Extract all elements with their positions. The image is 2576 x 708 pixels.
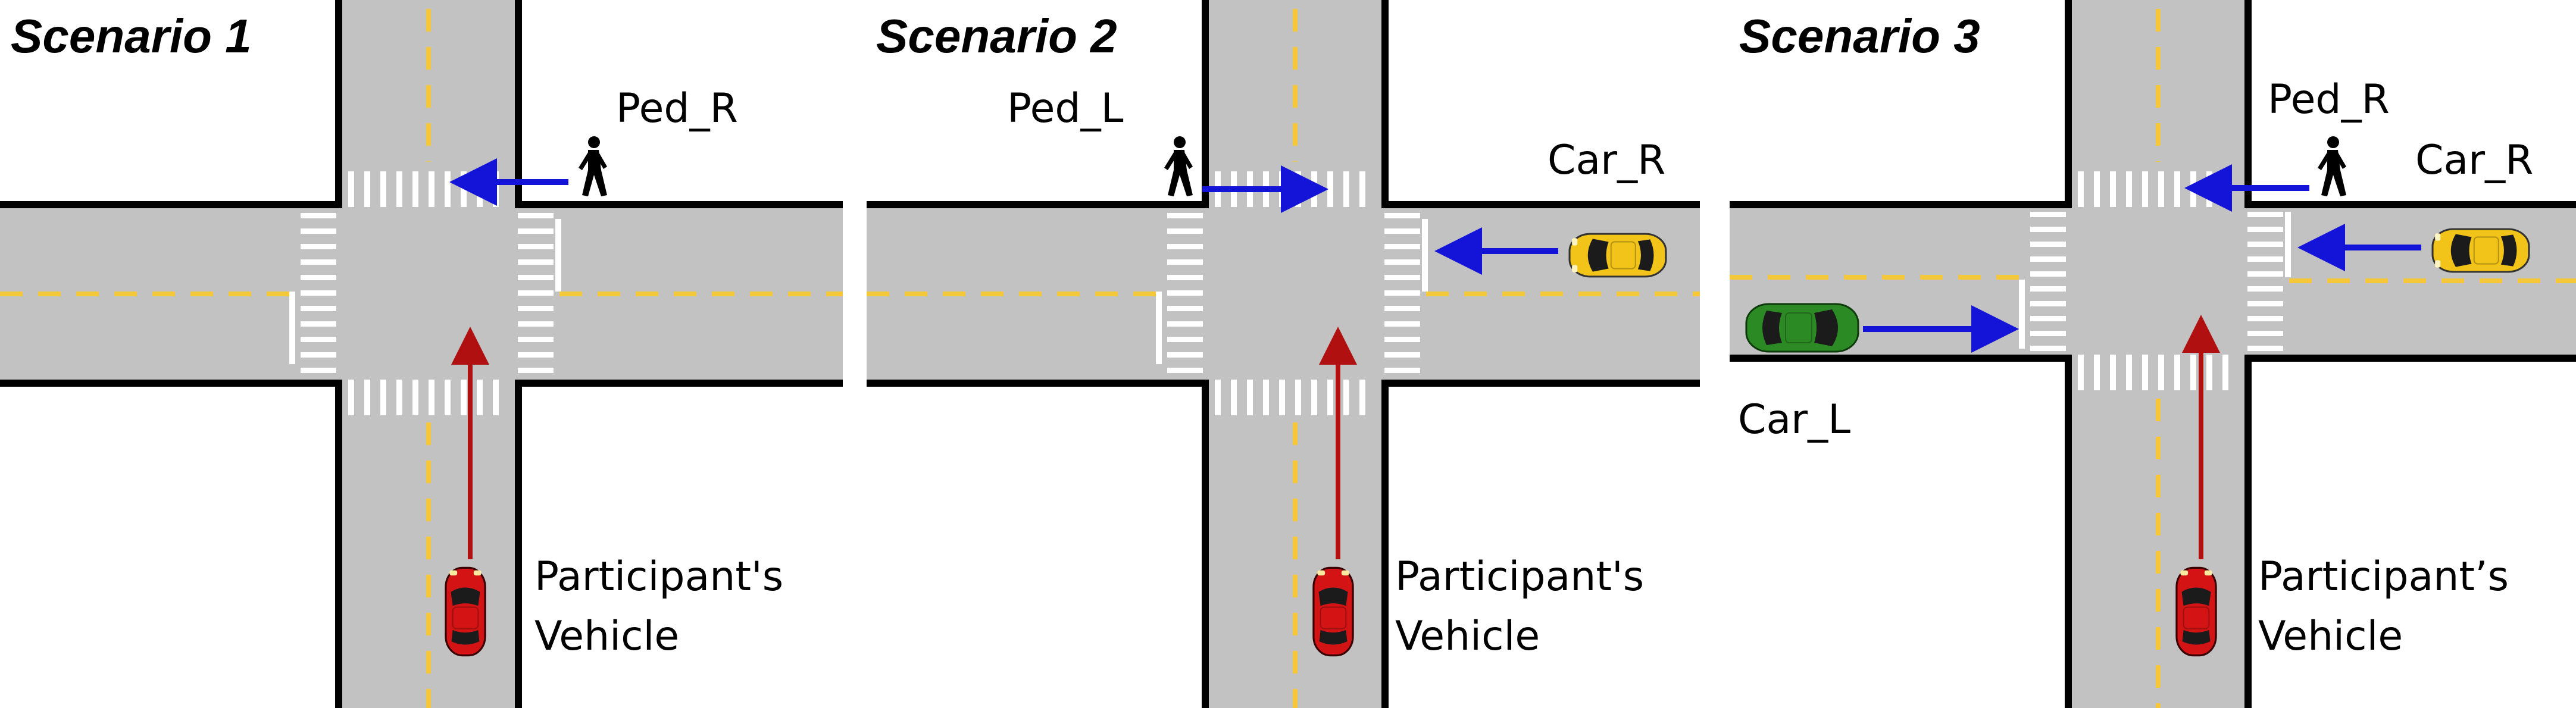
crosswalk-right	[1384, 213, 1420, 373]
participant-label-line2: Vehicle	[2258, 613, 2403, 660]
yellow-car-icon	[2431, 228, 2530, 273]
participant-car-icon	[1312, 566, 1354, 657]
crosswalk-bottom	[1215, 380, 1365, 415]
scenario-title: Scenario 2	[876, 10, 1117, 62]
participant-label-line1: Participant’s	[2258, 553, 2509, 600]
scenario-3-panel: Scenario 3 Ped_R Car_R Car_L Participant…	[1730, 0, 2576, 708]
participant-car-icon	[2175, 566, 2217, 657]
participant-label-line1: Participant's	[534, 553, 783, 600]
road-curbs	[1730, 0, 2576, 708]
crosswalk-bottom	[2078, 355, 2228, 390]
pedestrian-icon	[2318, 136, 2346, 196]
crosswalk-left	[2030, 212, 2066, 351]
participant-car-icon	[445, 566, 486, 657]
pedestrian-icon	[579, 136, 607, 196]
crosswalk-bottom	[348, 380, 499, 415]
crosswalk-right	[2247, 212, 2283, 351]
car-l-label: Car_L	[1738, 396, 1850, 443]
participant-label-line2: Vehicle	[1395, 613, 1540, 660]
participant-label-line2: Vehicle	[534, 613, 679, 660]
ped-label: Ped_R	[616, 85, 738, 132]
lane-markings	[1730, 9, 2576, 708]
lane-markings	[867, 9, 1700, 708]
stop-lines	[289, 219, 561, 364]
pedestrian-icon	[1164, 136, 1193, 196]
scenario-title: Scenario 3	[1739, 10, 1980, 62]
road-curbs	[867, 0, 1700, 708]
participant-label-line1: Participant's	[1395, 553, 1644, 600]
stop-lines	[2019, 212, 2291, 349]
scenario-title: Scenario 1	[11, 10, 252, 62]
yellow-car-icon	[1568, 233, 1667, 278]
green-car-icon	[1745, 303, 1859, 353]
scenario-2-panel: Scenario 2 Ped_L Car_R Participant's Veh…	[867, 0, 1700, 708]
crosswalk-right	[518, 213, 554, 373]
car-r-label: Car_R	[2415, 137, 2533, 184]
crosswalk-left	[301, 213, 336, 373]
scenario-1-panel: Scenario 1 Ped_R Participant's Vehicle	[0, 0, 843, 708]
road-curbs	[0, 0, 843, 708]
stop-lines	[1156, 219, 1428, 364]
lane-markings	[0, 9, 843, 708]
crosswalk-left	[1167, 213, 1203, 373]
ped-label: Ped_L	[1007, 85, 1124, 132]
car-r-label: Car_R	[1548, 137, 1665, 184]
ped-label: Ped_R	[2268, 76, 2390, 123]
